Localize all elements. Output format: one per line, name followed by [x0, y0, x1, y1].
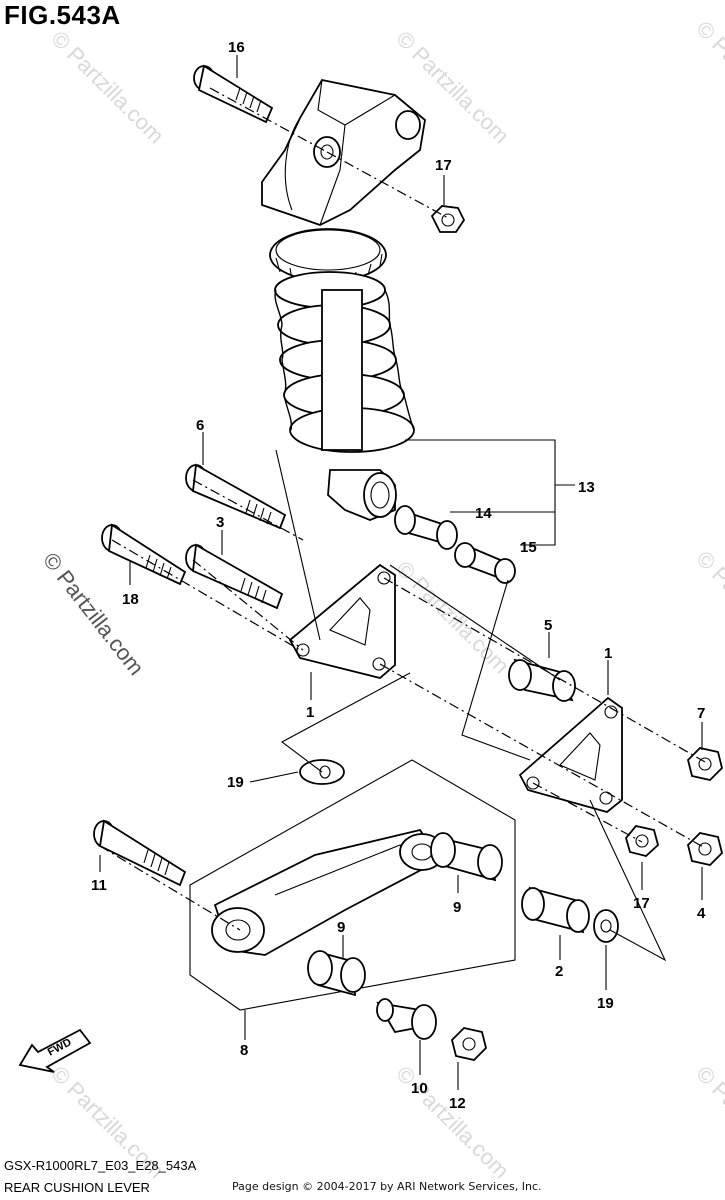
rear-shock-absorber [261, 78, 426, 521]
callout-6: 6 [196, 417, 204, 434]
model-code: GSX-R1000RL7_E03_E28_543A [4, 1158, 197, 1173]
watermark-text: © Partzilla.com [691, 1061, 725, 1184]
callout-7: 7 [697, 705, 705, 722]
callout-5: 5 [544, 617, 552, 634]
bracket-1-left [288, 563, 396, 679]
diagram-caption: REAR CUSHION LEVER [4, 1180, 150, 1195]
spacer-2 [521, 886, 590, 934]
callout-17: 17 [633, 895, 650, 912]
callout-11: 11 [91, 877, 107, 894]
callout-14: 14 [475, 505, 492, 522]
assembly-lines [99, 87, 706, 962]
watermark-text: © Partzilla.com [38, 548, 149, 680]
collar-10 [376, 998, 437, 1040]
callout-4: 4 [697, 905, 706, 922]
callout-3: 3 [216, 514, 224, 531]
callout-10: 10 [411, 1080, 428, 1097]
bolt-18 [101, 523, 187, 586]
callout-9: 9 [337, 919, 345, 936]
callout-9: 9 [453, 899, 461, 916]
forward-direction-arrow: FWD [18, 1028, 92, 1073]
nut-12 [451, 1027, 487, 1061]
nut-4 [687, 832, 723, 866]
washer-19-right [593, 909, 619, 943]
bolt-3 [185, 543, 284, 610]
watermark-text: © Partzilla.com [391, 1061, 514, 1184]
watermark-text: © Partzilla.com [691, 546, 725, 669]
nut-17-lower [625, 825, 660, 857]
watermark-text: © Partzilla.com [691, 16, 725, 139]
callout-8: 8 [240, 1042, 248, 1059]
bolt-11 [93, 819, 187, 887]
figure-title: FIG.543A [4, 0, 121, 30]
spacer-15 [454, 542, 516, 584]
spacer-5 [508, 658, 576, 702]
lever-assembly-8 [189, 759, 516, 1011]
copyright-credit: Page design © 2004-2017 by ARI Network S… [232, 1180, 542, 1193]
callout-1: 1 [604, 645, 612, 662]
callout-19: 19 [597, 995, 614, 1012]
callout-12: 12 [449, 1095, 466, 1112]
bolt-16 [193, 64, 274, 124]
callout-16: 16 [228, 39, 245, 56]
callout-13: 13 [578, 479, 595, 496]
callout-19: 19 [227, 774, 244, 791]
nut-7 [687, 747, 723, 781]
callout-labels: 16 17 13 14 15 6 3 18 1 5 1 7 19 11 9 9 … [91, 39, 706, 1112]
callout-1: 1 [306, 704, 314, 721]
bracket-1-right [518, 696, 623, 813]
bolt-6 [185, 463, 287, 530]
callout-17: 17 [435, 157, 452, 174]
watermark-text: © Partzilla.com [46, 26, 169, 149]
callout-18: 18 [122, 591, 139, 608]
nut-17-upper [430, 205, 466, 233]
callout-15: 15 [520, 539, 537, 556]
callout-leaders [99, 55, 703, 1090]
bushing-14 [394, 505, 458, 550]
callout-2: 2 [555, 963, 563, 980]
